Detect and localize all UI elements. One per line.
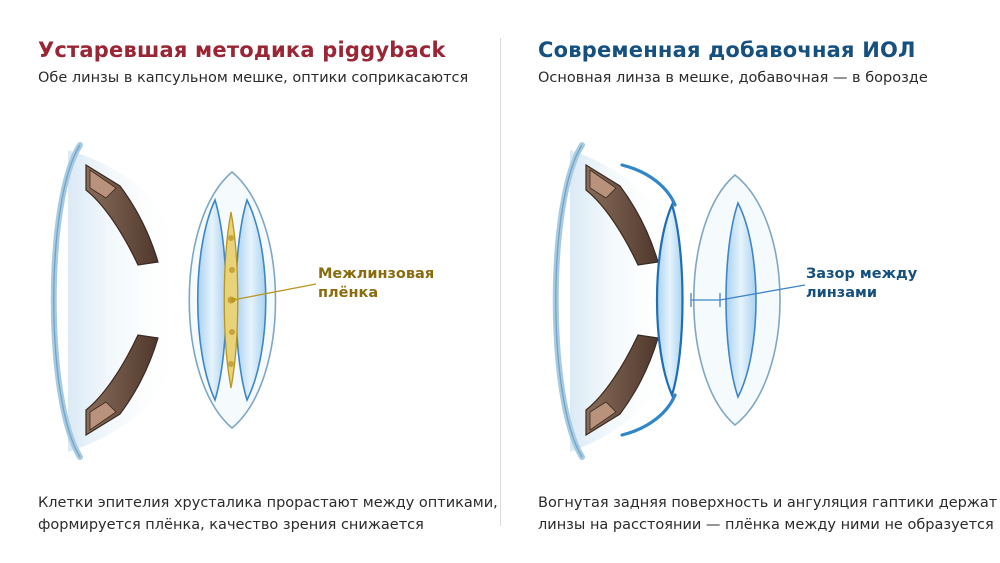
piggyback-diagram (50, 142, 317, 460)
left-panel: Устаревшая методика piggyback Обе линзы … (38, 38, 498, 533)
anterior-chamber (570, 150, 680, 452)
lens-posterior (234, 197, 267, 403)
panel-divider (500, 38, 501, 526)
right-caption: Вогнутая задняя поверхность и ангуляция … (538, 495, 998, 533)
gap-label: Зазор между линзами (806, 266, 918, 301)
right-panel: Современная добавочная ИОЛ Основная линз… (500, 0, 1000, 563)
supplementary-iol-diagram (552, 142, 806, 460)
left-title: Устаревшая методика piggyback (38, 38, 446, 62)
right-subtitle: Основная линза в мешке, добавочная — в б… (538, 70, 928, 86)
film-leader-line (232, 283, 317, 301)
left-subtitle: Обе линзы в капсульном мешке, оптики соп… (38, 70, 469, 86)
gap-leader-line (719, 284, 806, 301)
haptic-upper (620, 163, 677, 207)
anterior-chamber (68, 150, 185, 452)
film-label: Межлинзовая плёнка (318, 266, 435, 301)
haptic-lower (620, 393, 677, 437)
lens-anterior (197, 197, 228, 403)
right-title: Современная добавочная ИОЛ (538, 38, 916, 62)
supplementary-lens (655, 201, 684, 399)
primary-lens (725, 200, 757, 400)
left-caption: Клетки эпителия хрусталика прорастают ме… (38, 495, 498, 533)
